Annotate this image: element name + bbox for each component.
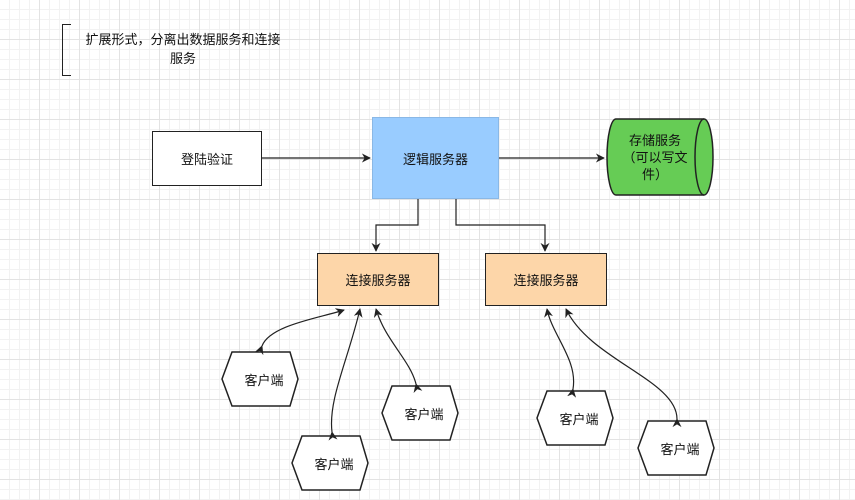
storage-label-line-1: 存储服务: [628, 133, 681, 149]
client-shape: [381, 385, 459, 441]
connector-logic-to-connection-1: [371, 199, 419, 252]
connection-server-label: 连接服务器: [345, 274, 411, 289]
connection-server-label: 连接服务器: [513, 274, 579, 289]
client-label: 客户端: [314, 457, 354, 473]
connector-logic-to-connection-2: [455, 199, 550, 252]
client-label: 客户端: [404, 407, 444, 423]
client-node-4: 客户端: [537, 391, 613, 445]
note-bracket: [62, 24, 71, 76]
client-shape: [637, 420, 715, 476]
client-node-1: 客户端: [222, 352, 298, 406]
logic-server-node: 逻辑服务器: [372, 117, 499, 199]
client-node-2: 客户端: [292, 436, 368, 490]
client-label: 客户端: [559, 412, 599, 428]
connector-client-4: [544, 308, 577, 398]
client-label: 客户端: [660, 442, 700, 458]
connector-client-1: [254, 308, 345, 356]
client-node-5: 客户端: [638, 421, 714, 475]
note-line-1: 扩展形式，分离出数据服务和连接: [85, 33, 281, 48]
storage-label-line-2: （可以写文: [622, 150, 688, 166]
login-verification-node: 登陆验证: [152, 131, 262, 186]
client-label: 客户端: [244, 373, 284, 389]
storage-service-node: 存储服务 （可以写文 件）: [608, 119, 712, 195]
logic-server-label: 逻辑服务器: [402, 152, 468, 168]
connector-client-5: [565, 308, 682, 428]
connector-client-2: [328, 308, 363, 441]
connection-server-node-1: 连接服务器: [317, 253, 439, 306]
login-verification-label: 登陆验证: [180, 153, 233, 168]
client-node-3: 客户端: [382, 386, 458, 440]
note-line-2: 服务: [169, 52, 196, 67]
storage-label-line-3: 件）: [641, 167, 668, 183]
diagram-note: 扩展形式，分离出数据服务和连接 服务: [72, 31, 294, 69]
connector-client-3: [373, 308, 423, 393]
connection-server-node-2: 连接服务器: [485, 253, 607, 306]
storage-cylinder-rim: [694, 118, 705, 196]
